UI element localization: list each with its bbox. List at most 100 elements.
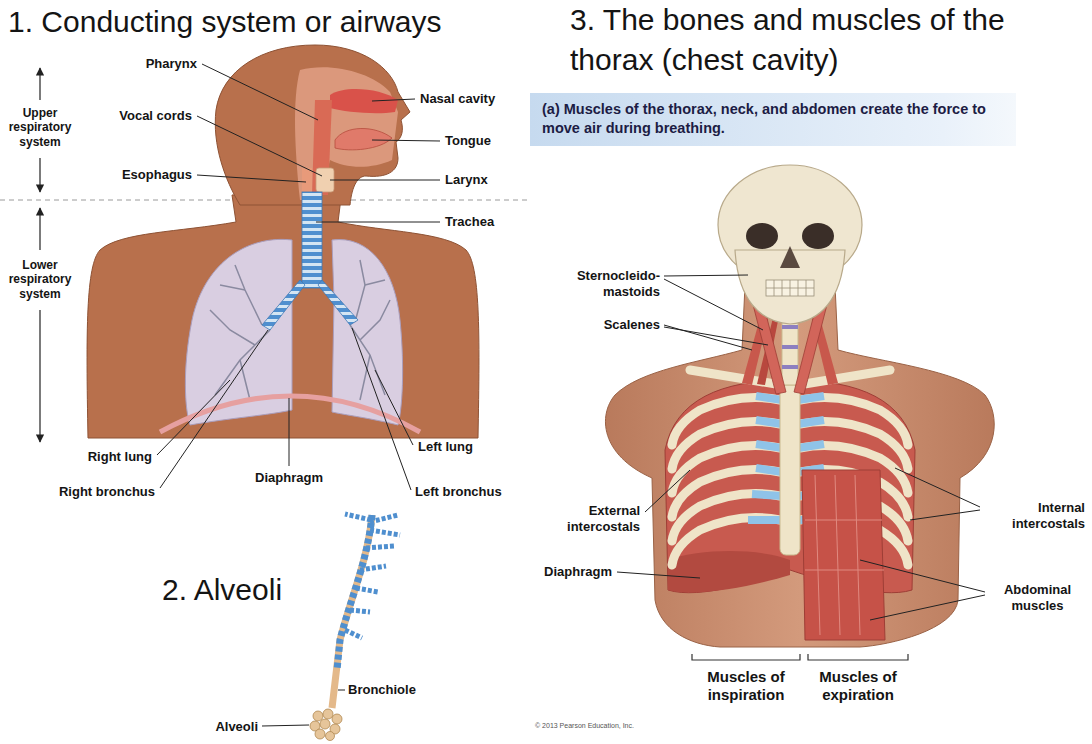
bronchiole-figure-part-part <box>320 719 330 729</box>
bronchiole-figure-part-part <box>313 711 323 721</box>
bronchiole-figure-part-part <box>370 515 398 522</box>
leader-line-part <box>372 99 415 101</box>
rib-cage-part <box>668 551 790 592</box>
skull-part <box>766 280 814 296</box>
leader-line-part <box>197 175 306 182</box>
neck-muscle-part-part <box>782 345 798 349</box>
leader-line-part <box>202 64 318 120</box>
abdominal-muscle-part <box>802 470 885 640</box>
bronchiole-figure-part-part <box>345 630 362 638</box>
rib-cage-part-part <box>756 420 782 424</box>
region-label: Lower respiratory system <box>0 258 80 301</box>
bronchiole-figure <box>310 514 400 741</box>
rib-cage-part-part <box>748 516 782 524</box>
bronchiole-figure-part-part <box>370 530 400 535</box>
bracket <box>692 654 908 660</box>
lung-part-part <box>360 300 390 340</box>
part-label: Vocal cords <box>82 108 192 124</box>
trachea-part <box>262 280 305 330</box>
leader-line-part <box>617 572 700 578</box>
abdominal-muscle-part-part <box>835 475 840 635</box>
diaphragm <box>160 396 420 432</box>
group-label: Muscles of inspiration <box>694 668 798 704</box>
leader-line-part <box>664 279 763 330</box>
torso-figure <box>605 285 994 647</box>
bronchiole-figure-part <box>337 515 372 670</box>
leader-line-part <box>664 275 748 276</box>
rib-cage-part-part <box>798 396 824 400</box>
skull-part-part <box>798 280 799 296</box>
lung-part <box>210 260 390 400</box>
leader-line-part <box>157 380 230 455</box>
leader-line-part <box>645 470 690 512</box>
part-label: Right lung <box>52 449 152 465</box>
leader-line-part <box>330 180 440 181</box>
leader-line <box>157 64 440 490</box>
rib-cage-part-part <box>756 468 782 472</box>
trachea-part <box>302 192 322 288</box>
muscle-label: Internal intercostals <box>985 500 1085 531</box>
leader-line <box>262 690 345 726</box>
leader-line <box>617 275 985 620</box>
region-label: Upper respiratory system <box>0 106 80 149</box>
leader-line-part <box>352 328 411 490</box>
region-arrow-part <box>39 158 40 192</box>
part-label: Diaphragm <box>239 470 339 486</box>
part-label: Larynx <box>445 172 488 188</box>
section-heading: 3. The bones and muscles of the thorax (… <box>570 0 1085 80</box>
skull-part <box>746 223 778 249</box>
neck-muscle-part-part <box>782 365 798 369</box>
leader-line-part <box>338 690 345 691</box>
body-figure-part <box>215 45 410 205</box>
leader-line-part <box>197 116 322 176</box>
part-label: Bronchiole <box>348 682 416 698</box>
skull-part <box>766 280 814 296</box>
bronchiole-figure-part-part <box>326 732 335 741</box>
region-arrow-part <box>39 68 40 100</box>
diaphragm-part <box>160 396 420 432</box>
body-figure-part <box>335 128 392 149</box>
bronchiole-figure-part-part <box>366 546 394 548</box>
abdominal-muscle-part-part <box>805 520 882 521</box>
part-label: Alveoli <box>158 719 258 735</box>
leader-line-part <box>160 330 268 488</box>
skull-part-part <box>774 280 775 296</box>
bronchiole-figure-part-part <box>345 514 371 520</box>
bracket-part <box>692 654 800 660</box>
bronchiole-figure-part <box>332 515 372 708</box>
bronchiole-figure-part <box>310 709 342 741</box>
skull-part <box>780 246 800 268</box>
lung-part-part <box>360 355 370 400</box>
lung-part-part <box>220 285 245 290</box>
section-heading: 1. Conducting system or airways <box>8 2 442 42</box>
copyright-note: © 2013 Pearson Education, Inc. <box>535 722 634 730</box>
bronchiole-figure-part-part <box>360 566 386 570</box>
leader-line-part <box>870 595 985 620</box>
skull-part <box>802 223 834 249</box>
caption-text: (a) Muscles of the thorax, neck, and abd… <box>542 100 1004 138</box>
leader-line-part <box>860 560 985 592</box>
torso-figure-part <box>605 285 994 647</box>
bronchiole-figure-part-part <box>323 709 333 719</box>
abdominal-muscle <box>802 470 885 640</box>
bronchiole-figure-part <box>345 514 400 638</box>
part-label: Trachea <box>445 214 494 230</box>
bronchiole-figure-part-part <box>350 610 370 612</box>
part-label: Left lung <box>418 439 473 455</box>
lung-part-part <box>240 360 250 400</box>
region-arrow-part <box>39 310 40 442</box>
leader-line-part <box>262 725 309 726</box>
muscle-label: Abdominal muscles <box>990 582 1085 613</box>
trachea <box>262 192 358 330</box>
rib-cage-part-part <box>672 518 780 565</box>
skull-part-part <box>790 280 791 296</box>
leader-line-part <box>316 222 440 223</box>
bronchiole-figure-part-part <box>332 714 342 724</box>
rib-cage-part-part <box>798 444 824 448</box>
neck-muscle-part-part <box>782 325 798 329</box>
body-figure-part <box>87 190 479 438</box>
leader-line-part <box>664 327 768 345</box>
skull-part-part <box>806 280 807 296</box>
lung-part-part <box>210 310 255 345</box>
